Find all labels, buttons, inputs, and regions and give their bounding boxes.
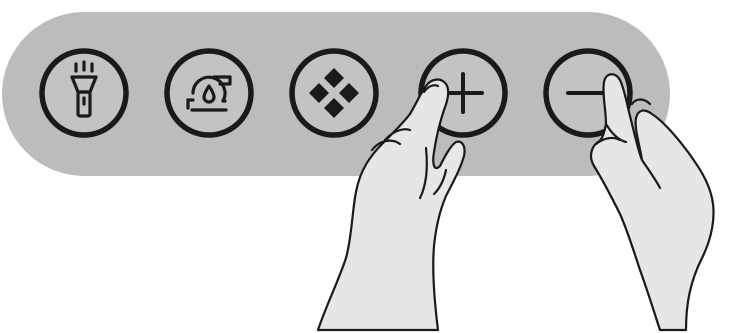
mode-button[interactable] xyxy=(292,51,376,135)
ventilation-button[interactable] xyxy=(167,51,251,135)
light-button[interactable] xyxy=(42,51,126,135)
